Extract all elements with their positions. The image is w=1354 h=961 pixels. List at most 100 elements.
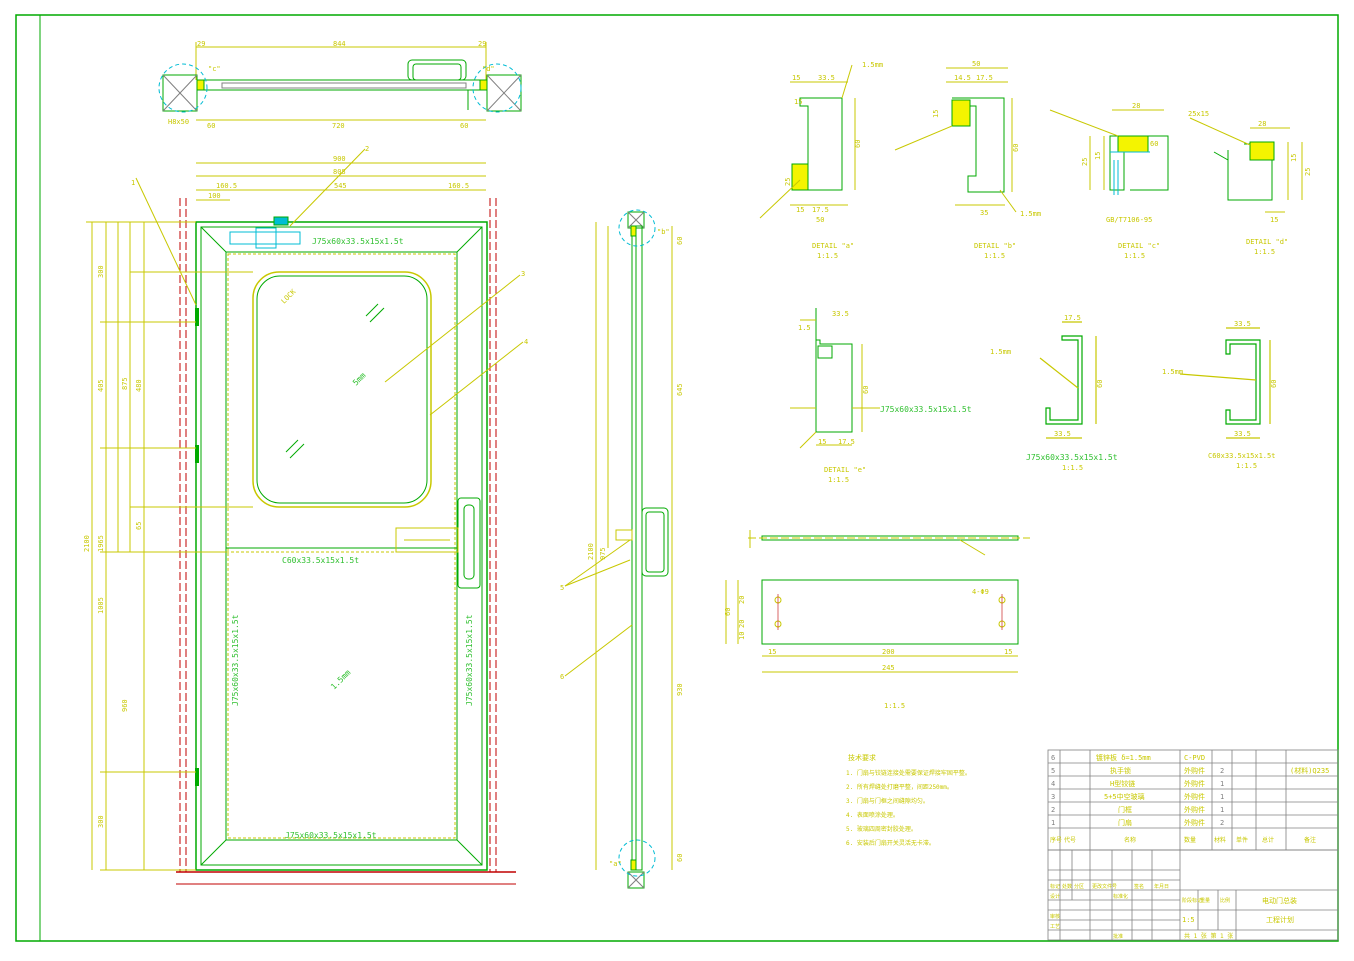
bom-mat-5: 外购件 <box>1184 766 1205 775</box>
bom-qty-5: 2 <box>1220 767 1224 775</box>
bom-qty-3: 1 <box>1220 793 1224 801</box>
vdim-6: 875 <box>121 377 129 390</box>
front-dim-right: 160.5 <box>448 182 469 190</box>
detail-d-dim-0: 28 <box>1258 120 1266 128</box>
bom-h-1: 代号 <box>1064 836 1076 844</box>
j-note: 1.5mm <box>990 348 1011 356</box>
detail-c-dim-0: 28 <box>1132 102 1140 110</box>
note-item-6: 6. 安装后门扇开关灵活无卡滞。 <box>846 839 935 847</box>
bom-h-4: 材料 <box>1214 836 1226 844</box>
front-dim-a: 100 <box>208 192 221 200</box>
detail-c-title: DETAIL "c" <box>1118 242 1160 250</box>
vdim-5: 405 <box>97 379 105 392</box>
detail-c: 28 15 25 60 GB/T7106-95 DETAIL "c" 1:1.5 <box>1049 102 1169 260</box>
bom-qty-1: 2 <box>1220 819 1224 827</box>
detail-e-dim-1: 17.5 <box>838 438 855 446</box>
bom-name-5: 执手锁 <box>1110 766 1131 775</box>
tb-label-10: 批准 <box>1113 933 1123 940</box>
bom-no-4: 4 <box>1051 780 1055 788</box>
profile-mid-label: C60x33.5x15x1.5t <box>282 556 359 565</box>
j-title: J75x60x33.5x15x1.5t <box>1026 453 1118 462</box>
tb-label-11: 阶段标记 <box>1182 897 1202 904</box>
j-dim-0: 17.5 <box>1064 314 1081 322</box>
tb-label-12: 重量 <box>1200 897 1210 904</box>
lock-tag: LOCK <box>280 287 298 305</box>
detail-a: 33.5 15 15 60 50 25 17.5 15 1.5mm DETAIL… <box>759 61 883 260</box>
note-item-2: 2. 所有焊缝处打磨平整，间距250mm。 <box>846 783 953 791</box>
plate-dim-2: 15 <box>768 648 776 656</box>
bom-no-3: 3 <box>1051 793 1055 801</box>
bom-no-2: 2 <box>1051 806 1055 814</box>
detail-e-note: J75x60x33.5x15x1.5t <box>880 405 972 414</box>
note-item-3: 3. 门扇与门框之间缝隙均匀。 <box>846 797 929 805</box>
front-callout-2: 2 <box>365 145 369 153</box>
tb-label-5: 年月日 <box>1154 883 1169 890</box>
detail-c60-profile: 33.5 33.5 60 1.5mm C60x33.5x15x1.5t 1:1.… <box>1162 320 1278 470</box>
j-scale: 1:1.5 <box>1062 464 1083 472</box>
detail-d-dim-1: 15 <box>1290 154 1298 162</box>
note-item-5: 5. 玻璃四周密封胶处理。 <box>846 825 917 833</box>
side-callout-a: "a" <box>609 860 622 868</box>
detail-c-dim-1: 15 <box>1094 152 1102 160</box>
plate-dim-3: 15 <box>1004 648 1012 656</box>
side-dim-0: 2100 <box>587 543 595 560</box>
bom-no-5: 5 <box>1051 767 1055 775</box>
bom-mat-1: 外购件 <box>1184 818 1205 827</box>
profile-right-label: J75x60x33.5x15x1.5t <box>465 614 474 706</box>
callout-d: "d" <box>482 65 495 73</box>
c60-dim-0: 33.5 <box>1234 320 1251 328</box>
tb-label-9: 工艺 <box>1050 924 1060 930</box>
vdim-2: 1005 <box>97 597 105 614</box>
detail-e-dim-0: 33.5 <box>832 310 849 318</box>
detail-b-dim-4: 15 <box>932 110 940 118</box>
bom-name-4: H型铰链 <box>1110 779 1135 788</box>
front-callout-4: 4 <box>524 338 528 346</box>
plate-detail: 200 245 15 15 60 20 20 10 4-Φ9 1:1.5 <box>724 530 1030 710</box>
detail-b-title: DETAIL "b" <box>974 242 1016 250</box>
detail-d-title: DETAIL "d" <box>1246 238 1288 246</box>
bom-spec-6: C-PVD <box>1184 754 1205 762</box>
side-callout-5: 5 <box>560 584 564 592</box>
vdim-3: 960 <box>121 699 129 712</box>
bom-mat-4: 外购件 <box>1184 779 1205 788</box>
side-dim-2: 60 <box>676 237 684 245</box>
plate-dim-4: 60 <box>724 608 732 616</box>
bom-qty-2: 1 <box>1220 806 1224 814</box>
detail-d: 28 15 15 25 25x15 DETAIL "d" 1:1.5 <box>1188 110 1312 256</box>
tb-label-2: 分区 <box>1074 883 1084 890</box>
detail-e-title: DETAIL "e" <box>824 466 866 474</box>
note-item-4: 4. 表面喷涂处理。 <box>846 811 899 819</box>
c60-note: 1.5mm <box>1162 368 1183 376</box>
c60-scale: 1:1.5 <box>1236 462 1257 470</box>
front-dim-left: 160.5 <box>216 182 237 190</box>
plate-dim-5: 20 <box>738 596 746 604</box>
detail-a-dim-7: 15 <box>796 206 804 214</box>
vdim-1: 1965 <box>97 535 105 552</box>
c60-title: C60x33.5x15x1.5t <box>1208 452 1275 460</box>
note-item-1: 1. 门扇与铰链连接处需要保证焊接牢固平整。 <box>846 769 971 777</box>
side-dim-5: 930 <box>676 683 684 696</box>
tb-label-4: 签名 <box>1134 883 1144 890</box>
plate-dim-6: 20 <box>738 620 746 628</box>
bom-mat-2: 外购件 <box>1184 805 1205 814</box>
top-dim-left: 29 <box>197 40 205 48</box>
top-dim-mid: 720 <box>332 122 345 130</box>
detail-c-scale: 1:1.5 <box>1124 252 1145 260</box>
wall-label: H8x50 <box>168 118 189 126</box>
detail-a-dim-2: 15 <box>794 98 802 106</box>
callout-c: "c" <box>208 65 221 73</box>
detail-j-profile: 17.5 33.5 60 1.5mm J75x60x33.5x15x1.5t 1… <box>990 314 1118 472</box>
detail-a-note: 1.5mm <box>862 61 883 69</box>
detail-b-dim-2: 17.5 <box>976 74 993 82</box>
top-dim-a: 60 <box>207 122 215 130</box>
detail-e: 33.5 17.5 15 60 1.5 J75x60x33.5x15x1.5t … <box>790 308 972 484</box>
side-callout-b: "b" <box>657 228 670 236</box>
notes-title: 技术要求 <box>848 753 876 762</box>
bom-h-5: 单件 <box>1236 836 1248 844</box>
detail-e-dim-4: 1.5 <box>798 324 811 332</box>
top-dim-total: 844 <box>333 40 346 48</box>
vdim-8: 300 <box>97 265 105 278</box>
detail-b-dim-0: 50 <box>972 60 980 68</box>
